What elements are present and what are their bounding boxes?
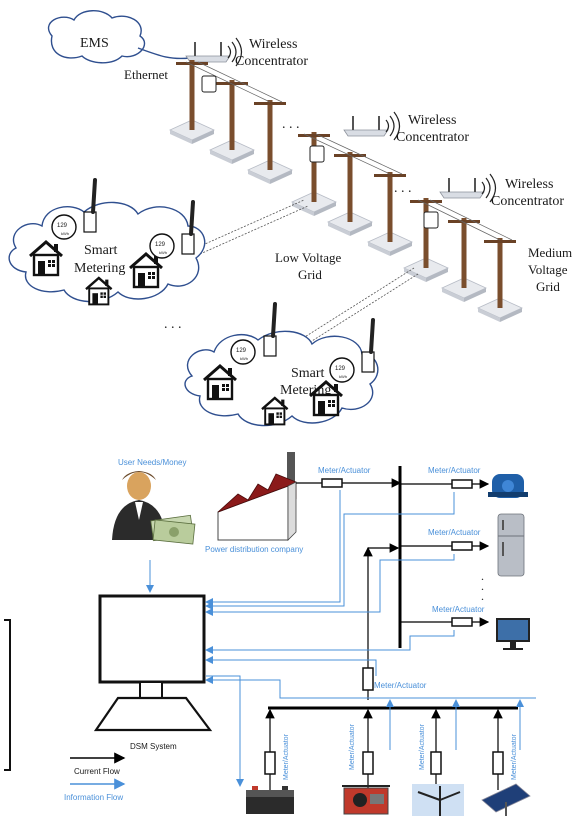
fridge-icon [497, 513, 525, 577]
dsm-monitor [93, 594, 213, 732]
meter-actuator-box [321, 478, 343, 488]
meter-icon [230, 339, 355, 383]
low-voltage-line2: Grid [298, 267, 322, 282]
power-company-label: Power distribution company [205, 545, 303, 554]
money-icon [150, 514, 196, 545]
meter-actuator-label: Meter/Actuator [428, 528, 481, 537]
medium-voltage-line3: Grid [536, 279, 560, 294]
ellipsis: . . . [394, 181, 412, 196]
wind-turbine-icon [412, 784, 464, 816]
meter-unit: kWh [61, 231, 69, 236]
meter-icon [51, 214, 175, 259]
meter-reading: 129 [335, 366, 346, 372]
meter-actuator-label: Meter/Actuator [432, 605, 485, 614]
smart-metering-left-line1: Smart [84, 243, 118, 258]
meter-actuator-label: Meter/Actuator [511, 733, 518, 780]
dg-branches [265, 708, 503, 790]
meter-reading: 129 [236, 348, 247, 354]
medium-voltage-line2: Voltage [528, 262, 568, 277]
concentrator-3-line2: Concentrator [491, 194, 564, 209]
antenna-icon [262, 302, 278, 358]
generator-icon [342, 785, 390, 815]
meter-actuator-box [362, 751, 374, 775]
concentrator-2-line2: Concentrator [396, 130, 469, 145]
ellipsis: . . . [282, 117, 300, 132]
ellipsis: . [481, 569, 484, 583]
solar-panel-icon [481, 783, 531, 816]
side-bracket [4, 619, 11, 771]
meter-actuator-box [362, 667, 374, 691]
meter-unit: kWh [159, 250, 167, 255]
utility-poles [169, 59, 523, 323]
meter-actuator-box [492, 751, 504, 775]
tv-icon [496, 618, 530, 650]
concentrator-1-line2: Concentrator [235, 54, 308, 69]
lv-connection [195, 199, 419, 347]
ellipsis: . . . [164, 317, 182, 332]
meter-actuator-label: Meter/Actuator [318, 466, 371, 475]
meter-actuator-box [451, 541, 473, 551]
antenna-icon [360, 318, 376, 374]
concentrator-1-line1: Wireless [249, 37, 297, 52]
concentrator-2-line1: Wireless [408, 113, 456, 128]
low-voltage-line1: Low Voltage [275, 250, 342, 265]
meter-actuator-label: Meter/Actuator [428, 466, 481, 475]
meter-reading: 129 [57, 223, 68, 229]
medium-voltage-line1: Medium [528, 245, 572, 260]
router-icon [343, 111, 401, 141]
concentrator-3-line1: Wireless [505, 177, 553, 192]
information-flow-lines [146, 490, 536, 787]
meter-unit: kWh [339, 374, 347, 379]
antenna-icon [82, 178, 98, 234]
meter-actuator-label: Meter/Actuator [374, 681, 427, 690]
meter-actuator-label: Meter/Actuator [283, 733, 290, 780]
meter-actuator-box [451, 479, 473, 489]
factory-icon [217, 452, 297, 541]
dsm-label: DSM System [130, 742, 177, 751]
legend-current-label: Current Flow [74, 767, 120, 776]
meter-actuator-box [430, 751, 442, 775]
meter-actuator-label: Meter/Actuator [419, 723, 426, 770]
ems-label: EMS [80, 36, 109, 51]
meter-actuator-label: Meter/Actuator [349, 723, 356, 770]
router-icon [439, 173, 497, 203]
ellipsis: . [481, 579, 484, 593]
battery-icon [246, 786, 294, 814]
motor-icon [488, 474, 528, 498]
smart-metering-right-line1: Smart [291, 366, 325, 381]
user-needs-label: User Needs/Money [118, 458, 186, 467]
ems-cloud [47, 10, 146, 64]
legend-info-label: Information Flow [64, 793, 123, 802]
meter-reading: 129 [155, 242, 166, 248]
ellipsis: . [481, 589, 484, 603]
smart-metering-left-line2: Metering [74, 261, 125, 276]
meter-actuator-box [451, 617, 473, 627]
ethernet-cable [137, 47, 191, 60]
meter-actuator-box [264, 751, 276, 775]
meter-unit: kWh [240, 356, 248, 361]
ethernet-label: Ethernet [124, 67, 168, 82]
